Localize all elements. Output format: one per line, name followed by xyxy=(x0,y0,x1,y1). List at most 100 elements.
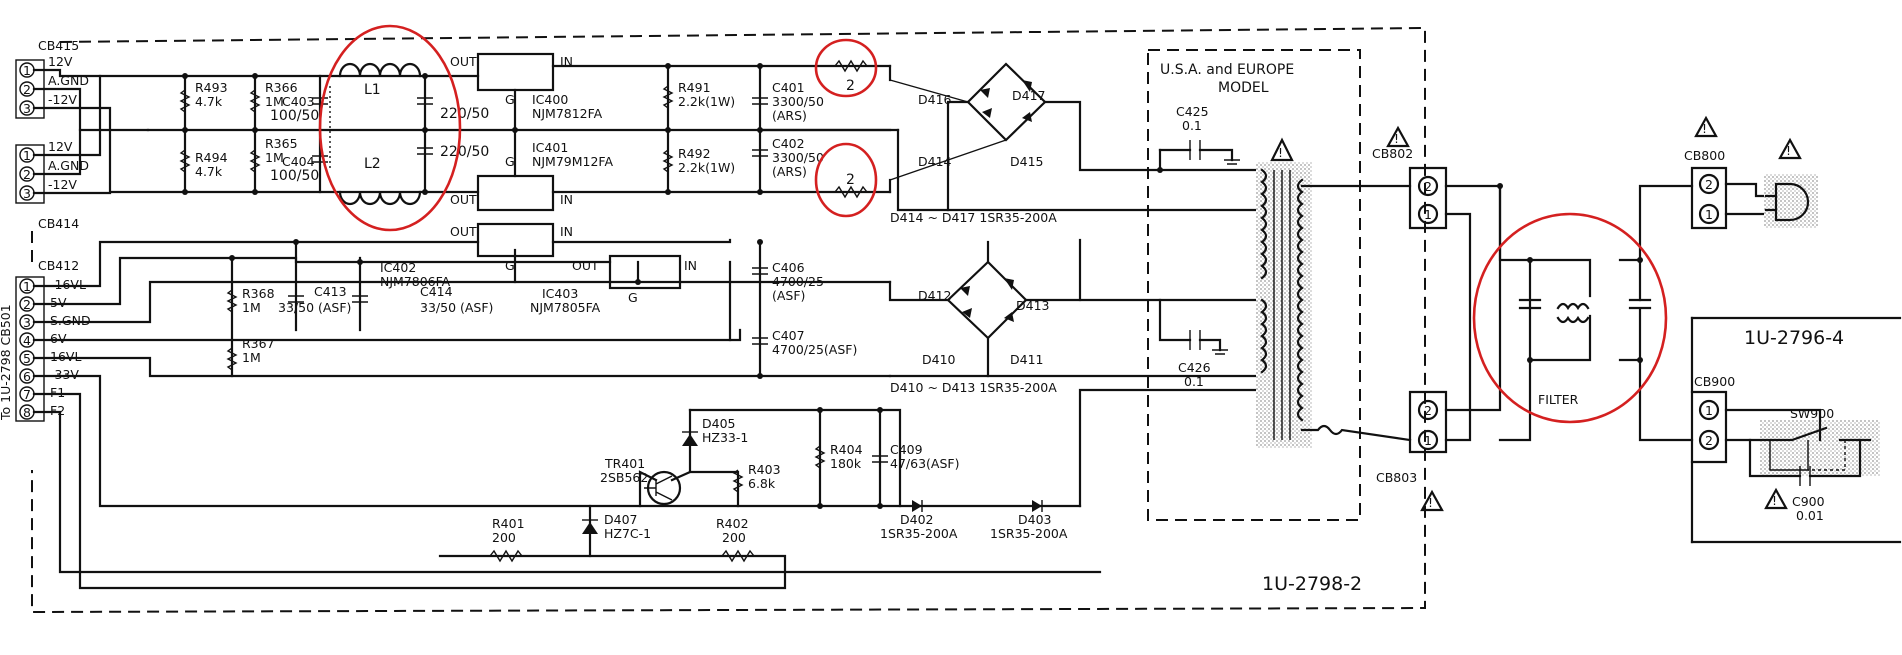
svg-text:!: ! xyxy=(1394,131,1399,146)
svg-text:1: 1 xyxy=(1705,403,1713,418)
board-id-sub: 1U-2796-4 xyxy=(1744,327,1844,349)
svg-text:-16VL: -16VL xyxy=(50,277,86,292)
resistor-r367: R367 1M xyxy=(226,336,275,371)
svg-text:(ARS): (ARS) xyxy=(772,164,807,179)
svg-text:2: 2 xyxy=(1424,179,1432,194)
connector-cb414: 1 2 3 12V A.GND -12V CB414 xyxy=(15,139,89,231)
svg-text:D412: D412 xyxy=(918,288,951,303)
svg-text:R492: R492 xyxy=(678,146,711,161)
svg-text:D403: D403 xyxy=(1018,512,1051,527)
svg-text:C403: C403 xyxy=(282,94,315,109)
svg-text:NJM79M12FA: NJM79M12FA xyxy=(532,154,613,169)
svg-text:OUT: OUT xyxy=(572,258,599,273)
svg-text:1SR35-200A: 1SR35-200A xyxy=(880,526,958,541)
svg-text:IN: IN xyxy=(560,224,573,239)
fuse-resistor-top: 2 xyxy=(834,59,868,94)
capacitor-c406: C406 4700/25 (ASF) xyxy=(752,260,824,303)
connector-cb803: 2 1 CB803 xyxy=(1376,390,1448,485)
svg-text:IC402: IC402 xyxy=(380,260,416,275)
svg-text:R493: R493 xyxy=(195,80,228,95)
svg-text:8: 8 xyxy=(23,405,31,420)
svg-text:FILTER: FILTER xyxy=(1538,392,1579,407)
svg-text:0.01: 0.01 xyxy=(1796,508,1824,523)
svg-text:IC401: IC401 xyxy=(532,140,568,155)
capacitor-220-50-top: 220/50 xyxy=(417,97,489,122)
svg-text:R494: R494 xyxy=(195,150,228,165)
svg-text:IC403: IC403 xyxy=(542,286,578,301)
svg-text:L1: L1 xyxy=(364,82,381,98)
svg-text:D410: D410 xyxy=(922,352,956,367)
svg-text:R365: R365 xyxy=(265,136,298,151)
svg-text:CB803: CB803 xyxy=(1376,470,1417,485)
svg-text:SW900: SW900 xyxy=(1790,406,1834,421)
svg-text:-12V: -12V xyxy=(48,177,77,192)
regulator-ic400: OUT IN G IC400 NJM7812FA xyxy=(450,52,603,121)
regulator-ic401: OUT IN G IC401 NJM79M12FA xyxy=(450,140,613,212)
svg-text:220/50: 220/50 xyxy=(440,106,489,122)
svg-text:D413: D413 xyxy=(1016,298,1049,313)
svg-text:1: 1 xyxy=(23,63,31,78)
connector-cb415: CB415 1 2 3 12V A.GND -12V xyxy=(15,38,89,119)
zener-d405: D405 HZ33-1 xyxy=(682,416,748,446)
svg-text:4.7k: 4.7k xyxy=(195,164,223,179)
resistor-r366: R366 1M xyxy=(249,80,298,113)
svg-text:180k: 180k xyxy=(830,456,862,471)
resistor-r492: R492 2.2k(1W) xyxy=(662,146,735,175)
svg-text:R401: R401 xyxy=(492,516,525,531)
resistor-r493: R493 4.7k xyxy=(179,80,228,113)
svg-text:7: 7 xyxy=(23,387,31,402)
svg-text:6: 6 xyxy=(23,369,31,384)
svg-text:3: 3 xyxy=(23,186,31,201)
svg-text:R367: R367 xyxy=(242,336,275,351)
svg-text:C900: C900 xyxy=(1792,494,1825,509)
svg-text:0.1: 0.1 xyxy=(1182,118,1202,133)
svg-text:2.2k(1W): 2.2k(1W) xyxy=(678,160,735,175)
junction-dots xyxy=(182,63,1643,509)
svg-text:2: 2 xyxy=(23,297,31,312)
svg-text:NJM7806FA: NJM7806FA xyxy=(380,274,451,289)
resistor-r403: R403 6.8k xyxy=(732,462,781,493)
svg-text:F1: F1 xyxy=(50,385,65,400)
highlight-circle-fuse-top xyxy=(814,38,878,98)
svg-text:5: 5 xyxy=(23,351,31,366)
inductor-l1: L1 xyxy=(329,62,422,170)
svg-text:3: 3 xyxy=(23,101,31,116)
svg-text:CB800: CB800 xyxy=(1684,148,1725,163)
highlight-circle-fuse-bottom xyxy=(814,142,878,218)
wires-5v-6v-section xyxy=(32,238,1262,590)
svg-text:2: 2 xyxy=(1705,433,1713,448)
svg-text:0.1: 0.1 xyxy=(1184,374,1204,389)
svg-text:1M: 1M xyxy=(265,150,284,165)
svg-text:IN: IN xyxy=(684,258,697,273)
regulator-ic402: OUT IN G IC402 NJM7806FA xyxy=(380,222,573,289)
svg-text:TR401: TR401 xyxy=(604,456,645,471)
svg-text:D405: D405 xyxy=(702,416,735,431)
svg-text:2SB562: 2SB562 xyxy=(600,470,648,485)
svg-text:A.GND: A.GND xyxy=(48,158,89,173)
warning-icon: ! xyxy=(1778,137,1802,160)
svg-text:1M: 1M xyxy=(265,94,284,109)
capacitor-c404: C404 100/50 xyxy=(270,154,328,184)
svg-text:1: 1 xyxy=(1424,207,1432,222)
svg-text:C402: C402 xyxy=(772,136,805,151)
highlight-circle-inductors xyxy=(318,24,462,232)
svg-text:-12V: -12V xyxy=(48,92,77,107)
svg-text:!: ! xyxy=(1786,143,1791,158)
svg-text:CB414: CB414 xyxy=(38,216,79,231)
svg-text:6.8k: 6.8k xyxy=(748,476,776,491)
power-transformer xyxy=(1256,162,1412,448)
svg-text:4: 4 xyxy=(23,333,31,348)
svg-text:R366: R366 xyxy=(265,80,298,95)
zener-d407: D407 HZ7C-1 xyxy=(582,512,651,541)
svg-text:D402: D402 xyxy=(900,512,933,527)
diode-d402: D402 1SR35-200A xyxy=(880,500,958,541)
svg-text:OUT: OUT xyxy=(450,192,477,207)
capacitor-c407: C407 4700/25(ASF) xyxy=(752,328,857,357)
bridge-rectifier-bottom: D412 D413 D410 D411 D410 ~ D413 1SR35-20… xyxy=(890,260,1057,395)
capacitor-c425: C425 0.1 xyxy=(1158,104,1240,172)
board-id-main: 1U-2798-2 xyxy=(1262,573,1362,595)
diode-d403: D403 1SR35-200A xyxy=(990,500,1068,541)
bridge-rectifier-top: D416 D417 D414 D415 D414 ~ D417 1SR35-20… xyxy=(889,62,1057,225)
warning-icon: ! xyxy=(1420,489,1444,512)
svg-text:47/63(ASF): 47/63(ASF) xyxy=(890,456,959,471)
